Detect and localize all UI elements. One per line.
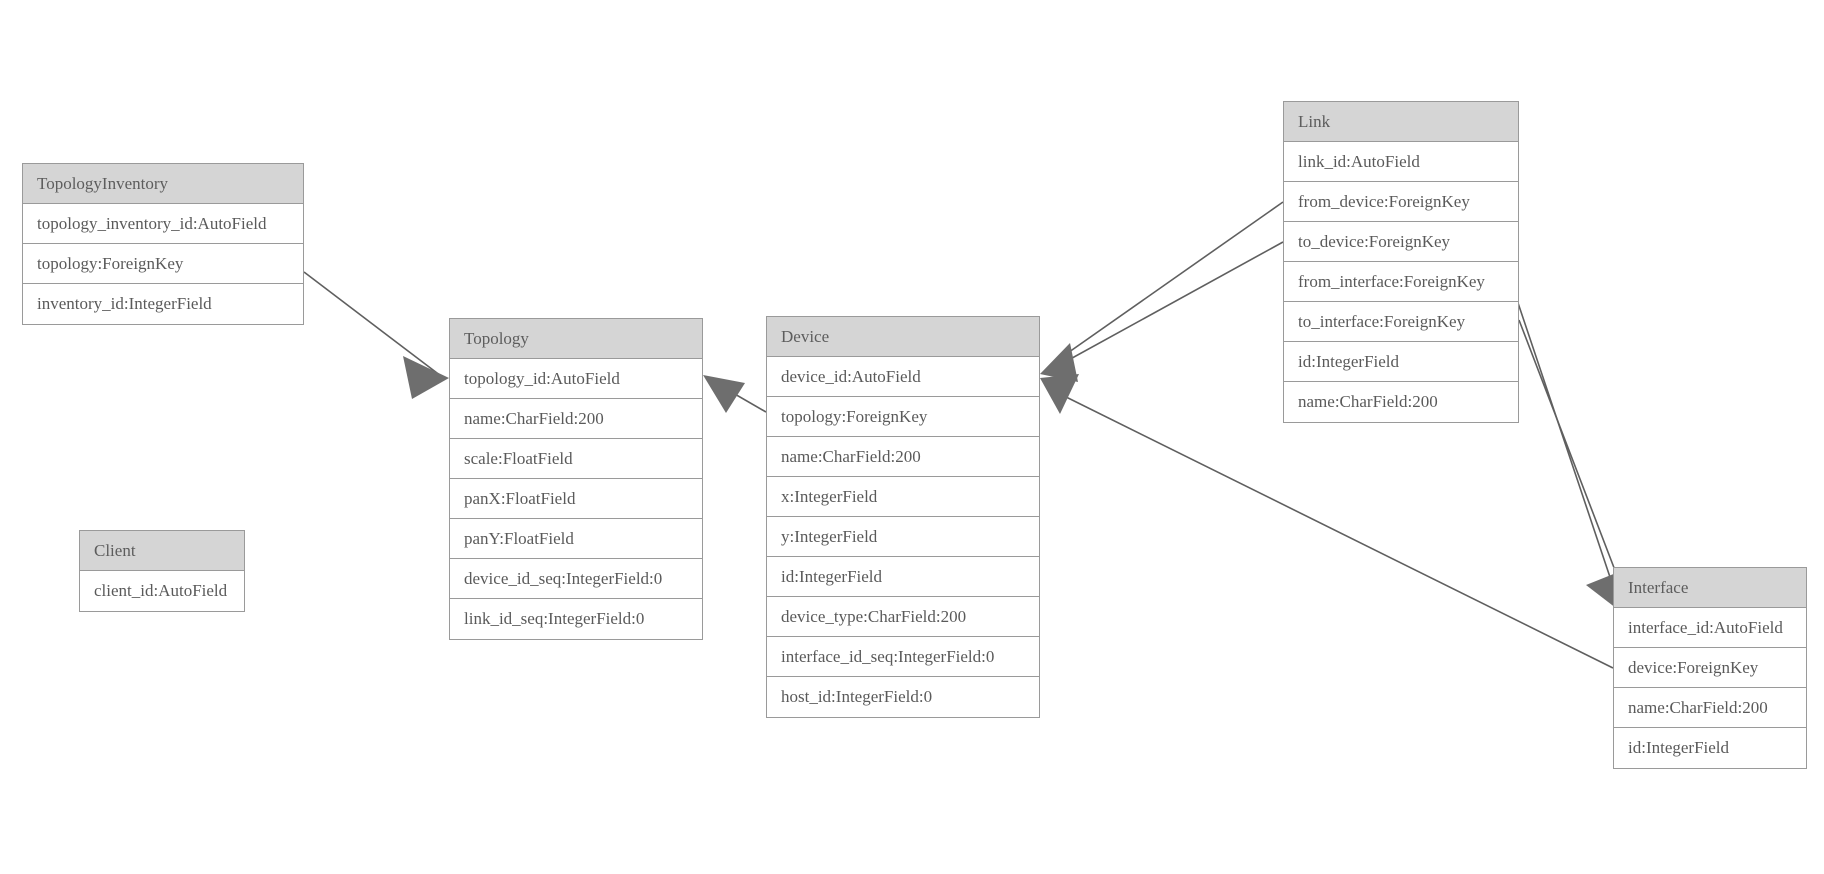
field-row[interactable]: name:CharField:200	[1284, 382, 1518, 422]
edge-device-topology	[713, 381, 767, 413]
field-row[interactable]: device_id:AutoField	[767, 357, 1039, 397]
field-row[interactable]: topology:ForeignKey	[767, 397, 1039, 437]
field-row[interactable]: y:IntegerField	[767, 517, 1039, 557]
edge-link-to-device	[1053, 241, 1284, 369]
entity-title-topologyinventory: TopologyInventory	[23, 164, 303, 204]
arrowhead-topology-left	[403, 356, 449, 399]
field-row[interactable]: id:IntegerField	[767, 557, 1039, 597]
edge-link-from-interface	[1511, 284, 1618, 599]
arrowhead-device-lower	[1040, 374, 1079, 414]
field-row[interactable]: device_id_seq:IntegerField:0	[450, 559, 702, 599]
field-row[interactable]: device:ForeignKey	[1614, 648, 1806, 688]
field-row[interactable]: name:CharField:200	[767, 437, 1039, 477]
field-row[interactable]: panY:FloatField	[450, 519, 702, 559]
field-row[interactable]: id:IntegerField	[1284, 342, 1518, 382]
field-row[interactable]: scale:FloatField	[450, 439, 702, 479]
entity-topologyinventory[interactable]: TopologyInventory topology_inventory_id:…	[22, 163, 304, 325]
field-row[interactable]: link_id:AutoField	[1284, 142, 1518, 182]
field-row[interactable]: topology:ForeignKey	[23, 244, 303, 284]
field-row[interactable]: topology_inventory_id:AutoField	[23, 204, 303, 244]
field-row[interactable]: interface_id:AutoField	[1614, 608, 1806, 648]
field-row[interactable]: inventory_id:IntegerField	[23, 284, 303, 324]
field-row[interactable]: topology_id:AutoField	[450, 359, 702, 399]
field-row[interactable]: link_id_seq:IntegerField:0	[450, 599, 702, 639]
edge-topologyinventory-topology	[303, 271, 442, 377]
field-row[interactable]: name:CharField:200	[450, 399, 702, 439]
entity-interface[interactable]: Interface interface_id:AutoField device:…	[1613, 567, 1807, 769]
arrowhead-device-upper	[1040, 343, 1078, 382]
field-row[interactable]: device_type:CharField:200	[767, 597, 1039, 637]
field-row[interactable]: to_device:ForeignKey	[1284, 222, 1518, 262]
arrowhead-topology-right	[703, 375, 745, 413]
field-row[interactable]: host_id:IntegerField:0	[767, 677, 1039, 717]
field-row[interactable]: id:IntegerField	[1614, 728, 1806, 768]
entity-topology[interactable]: Topology topology_id:AutoField name:Char…	[449, 318, 703, 640]
field-row[interactable]: panX:FloatField	[450, 479, 702, 519]
edge-interface-device	[1053, 390, 1614, 669]
entity-title-client: Client	[80, 531, 244, 571]
field-row[interactable]: from_interface:ForeignKey	[1284, 262, 1518, 302]
edge-link-to-interface	[1518, 319, 1627, 600]
entity-title-topology: Topology	[450, 319, 702, 359]
field-row[interactable]: from_device:ForeignKey	[1284, 182, 1518, 222]
entity-title-interface: Interface	[1614, 568, 1806, 608]
entity-title-device: Device	[767, 317, 1039, 357]
entity-link[interactable]: Link link_id:AutoField from_device:Forei…	[1283, 101, 1519, 423]
entity-device[interactable]: Device device_id:AutoField topology:Fore…	[766, 316, 1040, 718]
entity-title-link: Link	[1284, 102, 1518, 142]
entity-client[interactable]: Client client_id:AutoField	[79, 530, 245, 612]
field-row[interactable]: client_id:AutoField	[80, 571, 244, 611]
field-row[interactable]: name:CharField:200	[1614, 688, 1806, 728]
field-row[interactable]: to_interface:ForeignKey	[1284, 302, 1518, 342]
field-row[interactable]: x:IntegerField	[767, 477, 1039, 517]
field-row[interactable]: interface_id_seq:IntegerField:0	[767, 637, 1039, 677]
edge-link-from-device	[1051, 201, 1284, 365]
